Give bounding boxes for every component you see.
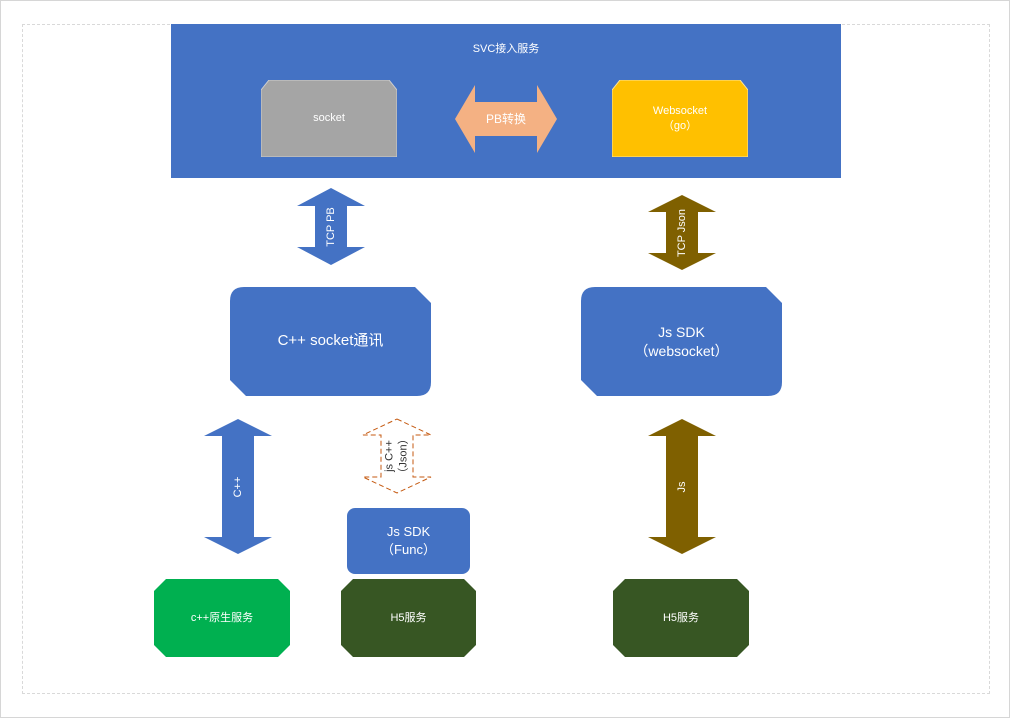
js-sdk-websocket-shape [581,287,782,396]
cpp-socket-label: C++ socket通讯 [277,332,384,350]
js-sdk-websocket-box[interactable]: Js SDK （websocket） [581,287,782,396]
js-sdk-func-label: Js SDK （Func） [381,524,436,557]
cpp-native-service-box[interactable]: c++原生服务 [154,579,290,657]
h5-right-shape [613,579,749,657]
cpp-arrow-label: C++ [232,476,244,497]
pb-arrow-shape [455,85,557,153]
js-sdk-websocket-label: Js SDK （websocket） [634,323,729,359]
socket-box[interactable]: socket [261,80,397,157]
h5-left-shape [341,579,476,657]
tcp-pb-arrow[interactable]: TCP PB [297,188,365,265]
tcp-json-arrow-shape [648,195,716,270]
js-cpp-json-label: js C++ （Json） [383,433,410,479]
h5-left-label: H5服务 [390,611,427,624]
h5-service-right-box[interactable]: H5服务 [613,579,749,657]
cpp-native-shape [154,579,290,657]
js-cpp-json-arrow[interactable]: js C++ （Json） [362,418,432,494]
pb-conversion-arrow[interactable]: PB转换 [455,85,557,153]
socket-box-shape [261,80,397,157]
js-sdk-func-box[interactable]: Js SDK （Func） [347,508,470,574]
h5-service-left-box[interactable]: H5服务 [341,579,476,657]
tcp-json-label: TCP Json [676,208,688,257]
tcp-json-arrow[interactable]: TCP Json [648,195,716,270]
js-arrow-label: Js [676,481,688,492]
cpp-socket-box[interactable]: C++ socket通讯 [230,287,431,396]
cpp-arrow[interactable]: C++ [204,419,272,554]
cpp-native-label: c++原生服务 [190,611,254,624]
js-arrow[interactable]: Js [648,419,716,554]
svc-title: SVC接入服务 [472,42,540,55]
h5-right-label: H5服务 [662,611,700,624]
pb-arrow-label: PB转换 [485,111,526,126]
websocket-box-shape [612,80,748,157]
cpp-socket-box-shape [230,287,431,396]
websocket-box[interactable]: Websocket （go） [612,80,748,157]
websocket-label: Websocket （go） [652,104,708,132]
js-arrow-shape [648,419,716,554]
tcp-pb-arrow-shape [297,188,365,265]
js-cpp-json-arrow-shape [362,418,432,494]
tcp-pb-label: TCP PB [325,206,337,247]
cpp-arrow-shape [204,419,272,554]
socket-label: socket [313,112,345,125]
